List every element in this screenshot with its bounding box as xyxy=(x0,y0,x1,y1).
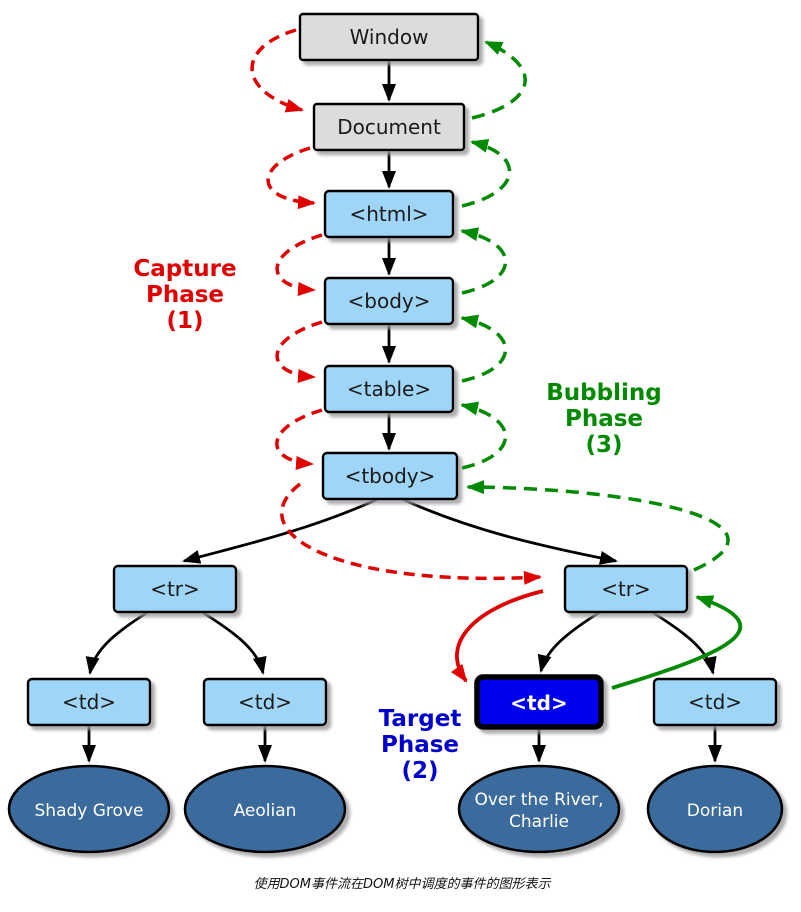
node-table-label: <table> xyxy=(347,377,431,401)
leaf-over-river-oval xyxy=(457,764,621,854)
capture-phase-label-line2: Phase xyxy=(146,282,224,308)
dom-nodes: Window Document <html> <body> <table> <t… xyxy=(26,12,778,730)
leaf-nodes: Shady Grove Aeolian Over the River, Char… xyxy=(7,764,784,854)
leaf-aeolian-label: Aeolian xyxy=(234,801,297,821)
leaf-dorian-oval xyxy=(646,764,784,854)
target-phase-label-line1: Target xyxy=(379,706,462,732)
edge-tbody-tr-left xyxy=(182,497,379,564)
leaf-over-river-label-line2: Charlie xyxy=(509,812,569,832)
node-table-box xyxy=(323,364,455,414)
node-window-box xyxy=(298,12,480,62)
node-td-target-box xyxy=(474,674,604,730)
bubbling-phase-arrows xyxy=(460,40,742,690)
node-td4-box xyxy=(652,677,778,727)
node-td4-label: <td> xyxy=(688,690,742,714)
bubbling-phase-label-line1: Bubbling xyxy=(546,380,661,406)
node-tr-left-box xyxy=(112,564,238,614)
capture-phase-label-line1: Capture xyxy=(133,256,236,282)
edge-trleft-td2 xyxy=(201,610,267,675)
phase-labels: Capture Phase (1) Bubbling Phase (3) Tar… xyxy=(133,256,661,784)
node-document-label: Document xyxy=(337,115,441,139)
bubbling-phase-label-line2: Phase xyxy=(565,406,643,432)
node-html-label: <html> xyxy=(349,202,428,226)
node-td2-label: <td> xyxy=(238,690,292,714)
bubbling-phase-label-line3: (3) xyxy=(585,432,622,458)
diagram-caption: 使用DOM事件流在DOM树中调度的事件的图形表示 xyxy=(254,877,552,892)
node-tbody-label: <tbody> xyxy=(345,464,436,488)
capture-arc-window-document xyxy=(250,28,304,113)
bubbling-arc-document-window xyxy=(471,40,527,120)
node-body-box xyxy=(323,276,455,326)
capture-arc-html-body xyxy=(275,233,323,296)
leaf-dorian-label: Dorian xyxy=(687,801,743,821)
tree-edges xyxy=(82,60,722,763)
bubbling-arrow-target-tr xyxy=(611,595,742,690)
capture-arc-document-html xyxy=(266,146,316,210)
node-body-label: <body> xyxy=(348,289,431,313)
node-td-target-label: <td> xyxy=(510,691,567,715)
capture-arc-tbody-tr xyxy=(280,482,542,585)
leaf-aeolian-oval xyxy=(183,764,347,854)
leaf-over-river-label-line1: Over the River, xyxy=(474,790,603,810)
leaf-shady-grove-oval xyxy=(7,764,171,854)
bubbling-arc-body-html xyxy=(460,227,507,295)
node-window-label: Window xyxy=(350,25,429,49)
node-document-box xyxy=(312,102,466,152)
node-html-box xyxy=(323,189,455,239)
node-tr-left-label: <tr> xyxy=(150,577,200,601)
capture-arc-table-tbody xyxy=(275,408,323,470)
node-tr-right-label: <tr> xyxy=(601,577,651,601)
bubbling-arc-table-body xyxy=(460,314,507,383)
target-phase-label-line2: Phase xyxy=(381,732,459,758)
node-td2-box xyxy=(202,677,328,727)
capture-arrow-tr-target xyxy=(450,589,544,683)
leaf-shady-grove-label: Shady Grove xyxy=(35,801,144,821)
target-phase-label-line3: (2) xyxy=(401,758,438,784)
capture-phase-arrows xyxy=(250,28,544,683)
node-td1-label: <td> xyxy=(62,690,116,714)
bubbling-arc-html-document xyxy=(461,139,512,208)
edge-tbody-tr-right xyxy=(401,497,618,565)
edge-trleft-td1 xyxy=(85,610,149,675)
node-tr-right-box xyxy=(563,564,689,614)
edge-trright-td3 xyxy=(537,610,601,673)
capture-arc-body-table xyxy=(275,320,323,383)
node-td1-box xyxy=(26,677,152,727)
bubbling-arc-tbody-table xyxy=(460,401,507,470)
edge-trright-td4 xyxy=(651,610,717,675)
capture-phase-label-line3: (1) xyxy=(166,308,203,334)
node-tbody-box xyxy=(321,451,459,501)
